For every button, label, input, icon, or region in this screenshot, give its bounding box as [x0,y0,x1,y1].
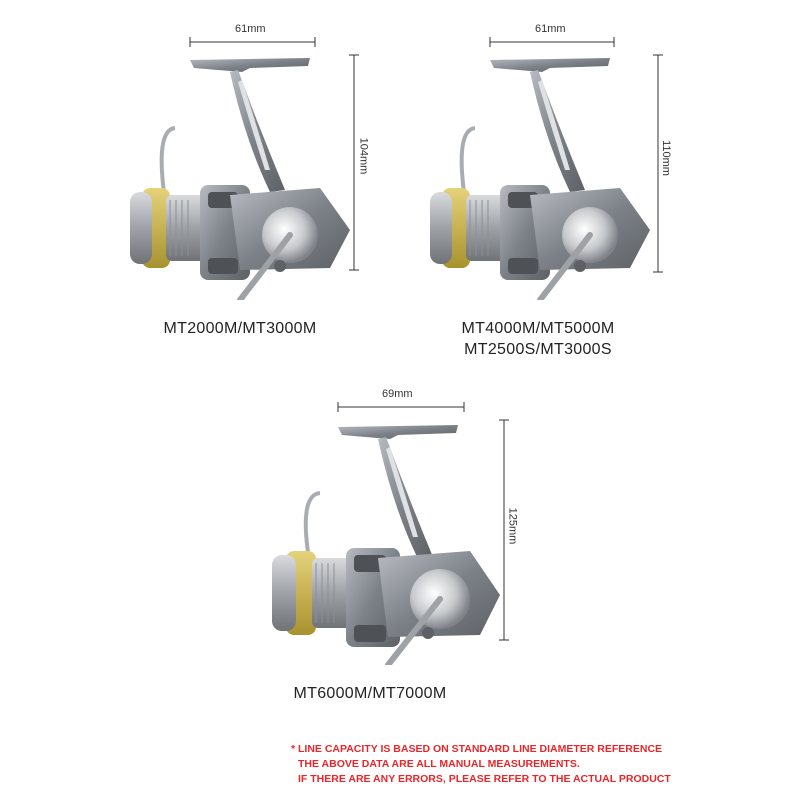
reel-3-height-label: 125mm [506,507,519,545]
reel-2-model-label: MT4000M/MT5000M MT2500S/MT3000S [461,320,615,358]
reel-2-height-label: 110mm [659,140,672,176]
reel-2-width-label: 61mm [535,23,566,35]
note-line-2: THE ABOVE DATA ARE ALL MANUAL MEASUREMEN… [298,758,580,770]
reel-3-width-label: 69mm [382,388,413,400]
reel-2-image [430,37,663,300]
reel-2: 61mm 110mm MT4000M/MT5000M MT2500S/MT300… [418,20,688,370]
reel-1: 61mm 104mm MT2000M/MT3000M [120,20,380,350]
reel-3: 69mm 125mm MT6000M/MT7000M [260,385,550,715]
reel-1-model-label: MT2000M/MT3000M [163,320,317,337]
reel-1-image [130,37,359,300]
disclaimer-notes: * LINE CAPACITY IS BASED ON STANDARD LIN… [291,742,671,787]
reel-1-width-label: 61mm [235,23,266,35]
note-line-1: * LINE CAPACITY IS BASED ON STANDARD LIN… [291,743,663,755]
reel-3-image [272,402,509,665]
reel-3-model-label: MT6000M/MT7000M [293,685,447,702]
note-line-3: IF THERE ARE ANY ERRORS, PLEASE REFER TO… [298,773,671,785]
reel-1-height-label: 104mm [357,137,370,175]
